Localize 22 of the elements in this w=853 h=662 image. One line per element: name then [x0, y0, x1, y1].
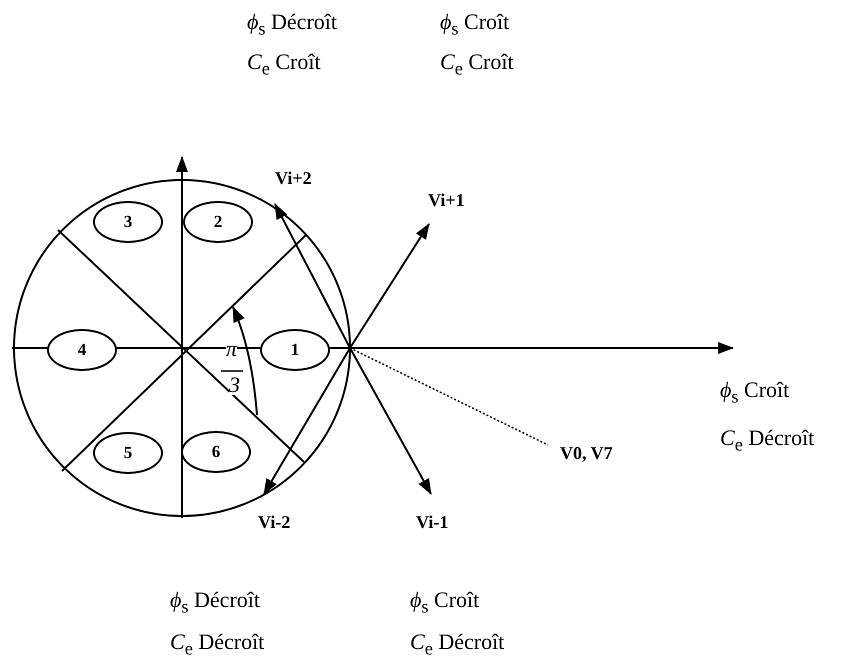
sector-number: 6 [181, 431, 251, 473]
variation-text: C$_{e}$ Décroît [410, 629, 504, 660]
variation-text: ϕ$_{s}$ Croît [410, 587, 480, 618]
sector-number: 3 [93, 201, 163, 243]
angle-label: 3 [229, 375, 240, 395]
variation-text: ϕ$_{s}$ Croît [440, 9, 510, 40]
vector-label: Vi+1 [428, 189, 465, 212]
vector-label: Vi+2 [275, 167, 312, 190]
variation-text: C$_{e}$ Croît [440, 49, 514, 80]
variation-text: ϕ$_{s}$ Décroît [170, 587, 260, 618]
variation-text: ϕ$_{s}$ Décroît [247, 9, 337, 40]
vector-label: V0, V7 [560, 442, 613, 465]
vector-label: Vi-2 [258, 511, 290, 534]
sector-number: 1 [260, 329, 330, 371]
variation-text: C$_{e}$ Décroît [170, 629, 264, 660]
variation-text: ϕ$_{s}$ Croît [720, 377, 790, 408]
sector-number: 2 [183, 201, 253, 243]
variation-text: C$_{e}$ Croît [247, 49, 321, 80]
sector-number: 4 [47, 329, 117, 371]
sector-number: 5 [93, 432, 163, 474]
variation-text: C$_{e}$ Décroît [720, 425, 814, 456]
vector-label: Vi-1 [416, 511, 448, 534]
